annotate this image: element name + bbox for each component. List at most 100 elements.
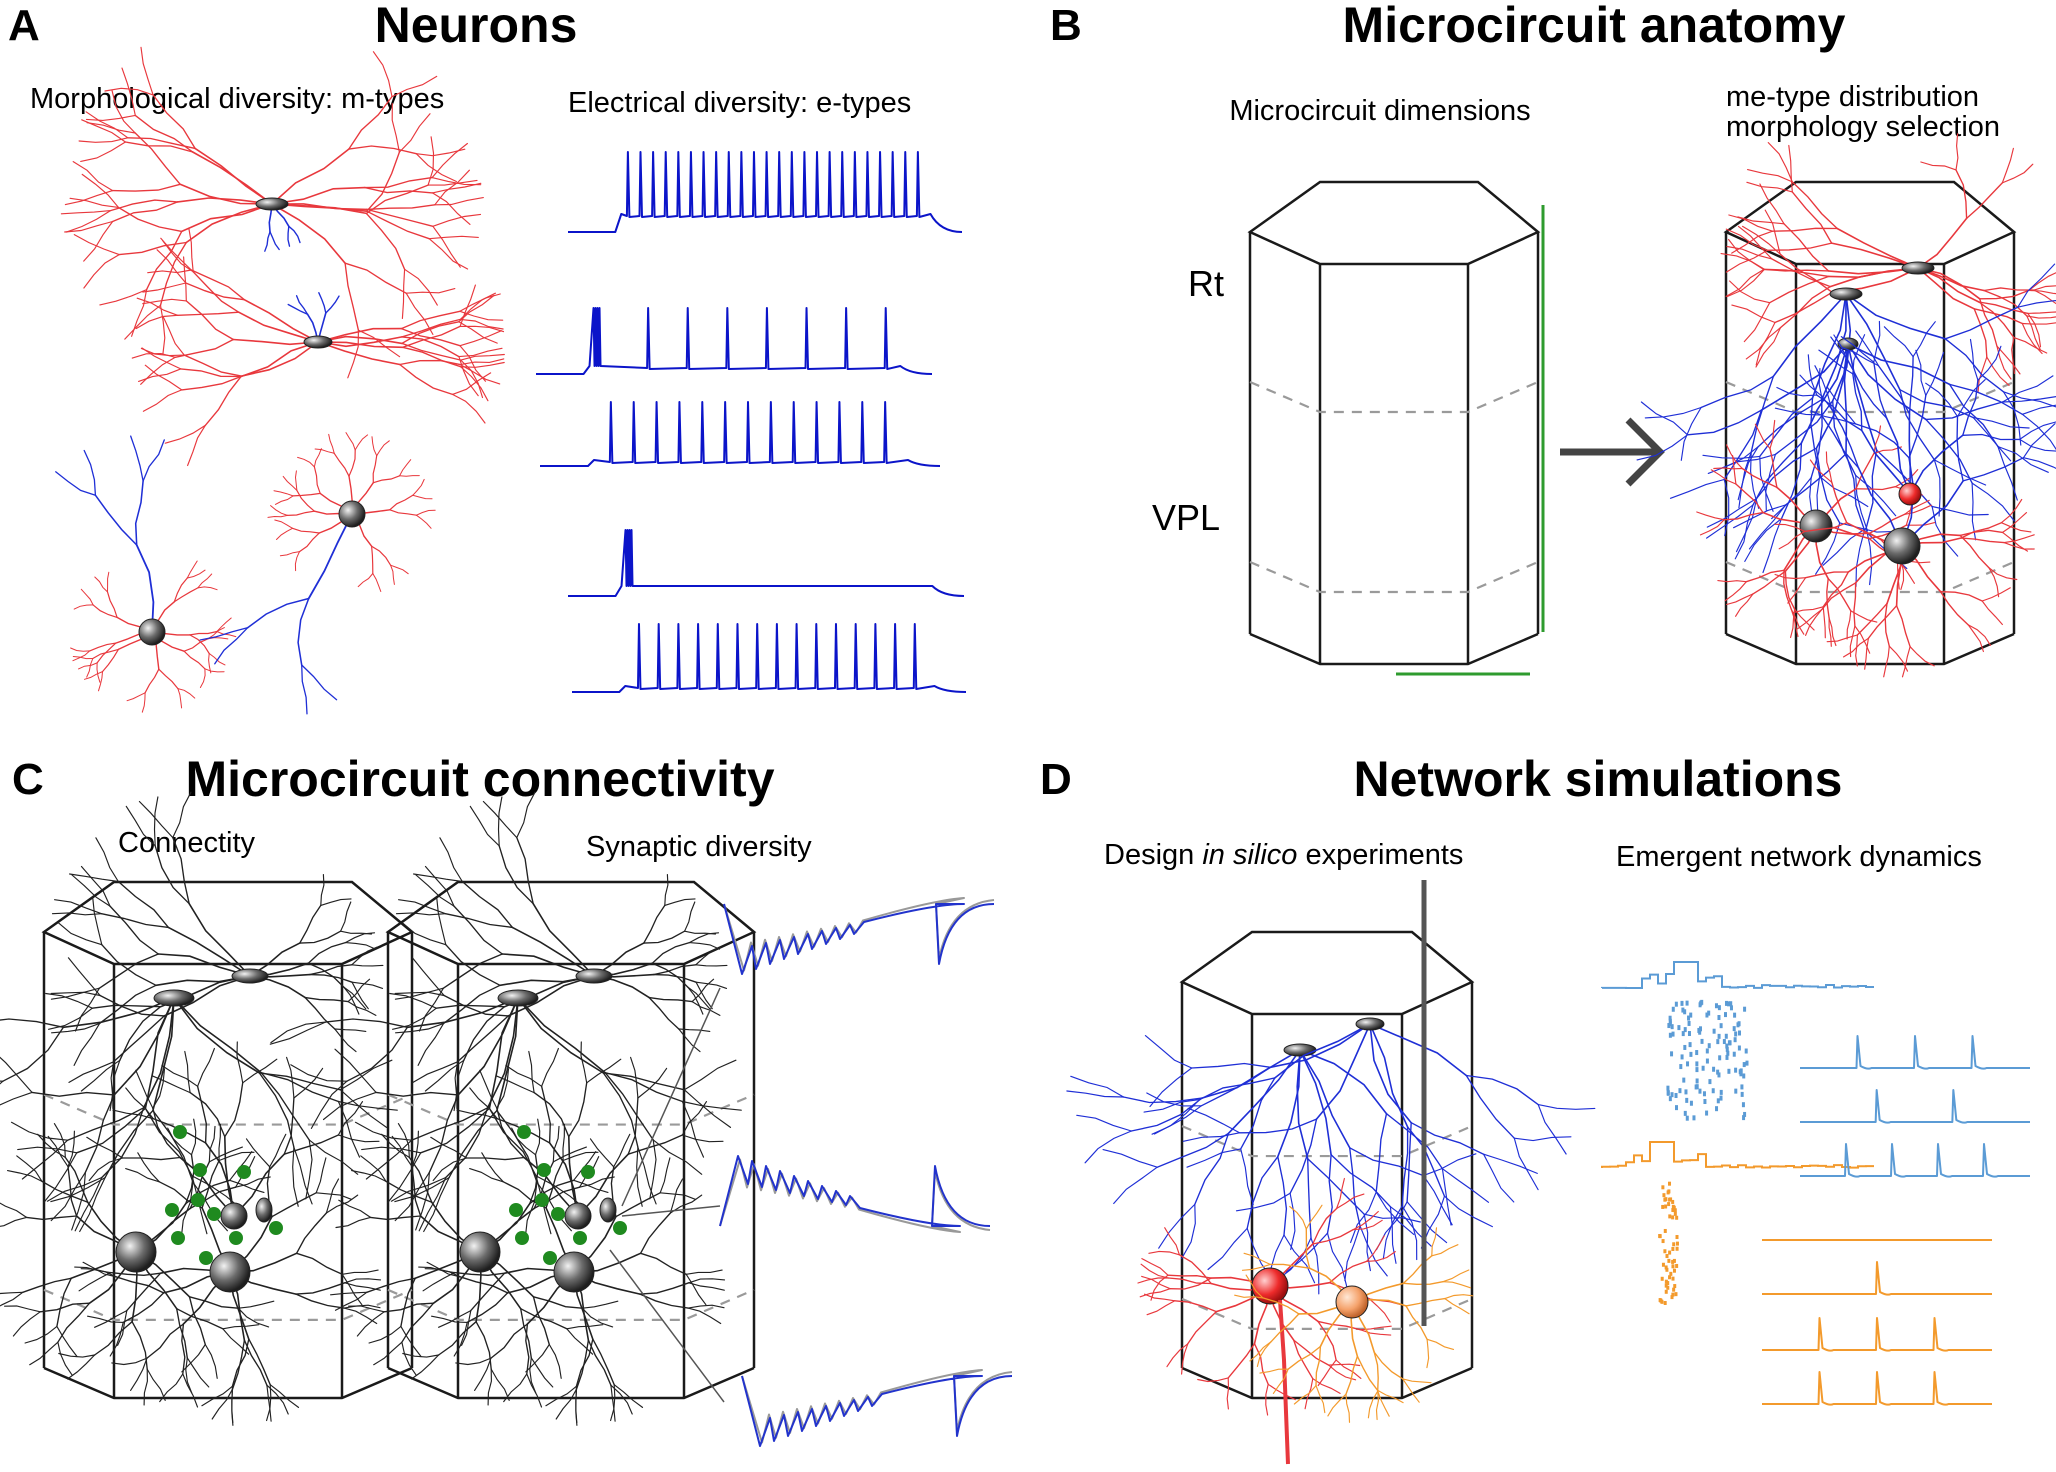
- spike-mark: [1680, 1054, 1684, 1060]
- synapse-icon: [229, 1231, 243, 1245]
- panel-c: C Microcircuit connectivity Connectity S…: [0, 751, 1013, 1447]
- spike-mark: [1687, 1031, 1691, 1037]
- spike-mark: [1671, 1264, 1675, 1269]
- spike-mark: [1717, 1005, 1721, 1011]
- spike-mark: [1668, 1197, 1672, 1202]
- spike-mark: [1666, 1281, 1670, 1286]
- spike-mark: [1664, 1265, 1668, 1270]
- synapse-icon: [269, 1221, 283, 1235]
- rt-neuron: [0, 989, 398, 1241]
- network-dynamics-raster: [1601, 961, 2030, 1406]
- membrane-trace-orange-4: [1762, 1371, 1992, 1406]
- spike-mark: [1708, 1079, 1712, 1085]
- spike-mark: [1700, 999, 1704, 1005]
- spike-mark: [1685, 1097, 1689, 1103]
- spike-mark: [1664, 1197, 1668, 1202]
- spike-mark: [1727, 1068, 1731, 1074]
- spike-mark: [1665, 1254, 1669, 1259]
- spike-mark: [1673, 1211, 1677, 1216]
- synaptic-trace-3-model: [741, 1369, 1013, 1444]
- spike-mark: [1716, 1098, 1720, 1104]
- spike-mark: [1725, 1046, 1729, 1052]
- soma-icon: [1355, 1017, 1385, 1031]
- vpl-neuron: [1696, 419, 1936, 647]
- spike-mark: [1711, 1088, 1715, 1094]
- spike-mark: [1669, 1271, 1673, 1276]
- spike-mark: [1687, 1020, 1691, 1026]
- dims-subtitle: Microcircuit dimensions: [1229, 95, 1530, 127]
- dist-subtitle-line2: morphology selection: [1726, 111, 2000, 143]
- soma-icon: [1901, 261, 1935, 275]
- m-type-morphologies: [55, 46, 505, 715]
- spike-mark: [1695, 1078, 1699, 1084]
- spike-mark: [1678, 1088, 1682, 1094]
- spike-mark: [1733, 1037, 1737, 1043]
- synapse-icon: [173, 1125, 187, 1139]
- spike-mark: [1689, 1012, 1693, 1018]
- spike-mark: [1712, 1066, 1716, 1072]
- spike-mark: [1667, 1258, 1671, 1263]
- spike-mark: [1689, 1100, 1693, 1106]
- spike-mark: [1728, 1040, 1732, 1046]
- spike-mark: [1668, 1275, 1672, 1280]
- dist-subtitle-line1: me-type distribution: [1726, 81, 1979, 113]
- spike-mark: [1703, 1099, 1707, 1105]
- emergent-subtitle: Emergent network dynamics: [1616, 841, 1982, 873]
- panel-d: D Network simulations Design in silico e…: [1040, 751, 2030, 1465]
- soma-icon: [553, 1251, 595, 1293]
- spike-mark: [1673, 1208, 1677, 1213]
- synaptic-trace-2-model: [719, 1158, 991, 1233]
- spike-mark: [1663, 1300, 1667, 1305]
- spike-mark: [1672, 1242, 1676, 1247]
- synaptic-diversity-hexagon: [269, 791, 757, 1426]
- soma-icon: [138, 618, 166, 646]
- spike-mark: [1668, 1214, 1672, 1219]
- spike-mark: [1666, 1090, 1670, 1096]
- populated-neurons: [1636, 133, 2056, 678]
- synapse-icon: [171, 1231, 185, 1245]
- spike-mark: [1662, 1193, 1666, 1198]
- spike-mark: [1695, 1067, 1699, 1073]
- spike-mark: [1741, 1102, 1745, 1108]
- spike-mark: [1671, 1292, 1675, 1297]
- spike-mark: [1671, 1276, 1675, 1281]
- membrane-trace-blue-2: [1800, 1089, 2030, 1124]
- spike-mark: [1743, 1111, 1747, 1117]
- soma-icon: [1335, 1285, 1369, 1319]
- arrow-right-icon: [1560, 417, 1665, 487]
- spike-mark: [1679, 1064, 1683, 1070]
- spike-mark: [1732, 1026, 1736, 1032]
- network: [0, 791, 398, 1426]
- spike-mark: [1729, 1005, 1733, 1011]
- spike-mark: [1660, 1276, 1664, 1281]
- panel-b-title: Microcircuit anatomy: [1343, 0, 1846, 53]
- spike-mark: [1666, 1085, 1670, 1091]
- in-silico-experiment-hexagon: [1066, 930, 1596, 1465]
- spike-mark: [1670, 1024, 1674, 1030]
- spike-mark: [1719, 1095, 1723, 1101]
- spike-mark: [1717, 1033, 1721, 1039]
- soma-icon: [255, 1197, 273, 1223]
- spike-mark: [1683, 1110, 1687, 1116]
- membrane-trace-orange-2: [1762, 1261, 1992, 1296]
- spike-mark: [1733, 1012, 1737, 1018]
- spike-mark: [1672, 1287, 1676, 1292]
- spike-mark: [1668, 1181, 1672, 1186]
- synapse-icon: [581, 1165, 595, 1179]
- vpl-neuron: [430, 1041, 724, 1230]
- spike-mark: [1701, 1065, 1705, 1071]
- layer-label-rt: Rt: [1188, 263, 1224, 304]
- spike-mark: [1683, 1009, 1687, 1015]
- rt-neuron: [1720, 133, 2056, 393]
- spike-mark: [1673, 1284, 1677, 1289]
- morph-subtitle: Morphological diversity: m-types: [30, 83, 444, 115]
- spike-mark: [1661, 1204, 1665, 1209]
- syn-subtitle: Synaptic diversity: [586, 831, 812, 863]
- neuron-vpl-1: [55, 435, 237, 713]
- connectivity-hexagon: [0, 791, 415, 1426]
- spike-mark: [1666, 1285, 1670, 1290]
- soma-icon: [220, 1202, 248, 1230]
- spike-mark: [1724, 1033, 1728, 1039]
- synapse-icon: [237, 1165, 251, 1179]
